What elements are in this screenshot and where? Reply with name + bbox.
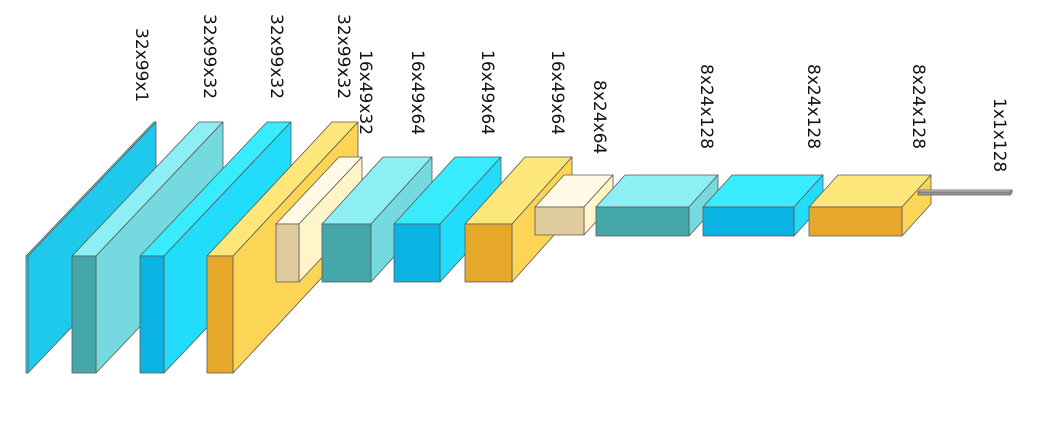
layer-block-6-front-face bbox=[321, 223, 372, 283]
layer-block-10 bbox=[595, 174, 719, 237]
layer-block-9-front-face bbox=[534, 206, 585, 236]
layer-label-13-1x1x128: 1x1x128 bbox=[989, 98, 1009, 172]
layer-block-11-front-face bbox=[702, 206, 795, 237]
layer-label-12-8x24x128: 8x24x128 bbox=[908, 64, 928, 149]
layer-block-12-front-face bbox=[808, 206, 903, 237]
layer-block-7-front-face bbox=[393, 223, 441, 283]
layer-block-1-front-face bbox=[25, 255, 29, 374]
layer-label-7-16x49x64: 16x49x64 bbox=[477, 50, 497, 135]
layer-label-1-32x99x1: 32x99x1 bbox=[131, 28, 151, 102]
layer-label-4-32x99x32: 32x99x32 bbox=[333, 14, 353, 99]
layer-block-11 bbox=[702, 174, 824, 237]
layer-block-13 bbox=[917, 189, 1013, 196]
layer-block-2-front-face bbox=[71, 255, 97, 374]
layer-label-11-8x24x128: 8x24x128 bbox=[803, 64, 823, 149]
layer-label-8-16x49x64: 16x49x64 bbox=[547, 50, 567, 135]
layer-label-2-32x99x32: 32x99x32 bbox=[199, 14, 219, 99]
layer-label-6-16x49x64: 16x49x64 bbox=[407, 50, 427, 135]
layer-label-3-32x99x32: 32x99x32 bbox=[266, 14, 286, 99]
layer-block-12 bbox=[808, 174, 932, 237]
layer-block-4-front-face bbox=[206, 255, 234, 374]
layer-block-5-front-face bbox=[275, 223, 300, 283]
layer-block-8-front-face bbox=[464, 223, 513, 283]
layer-label-10-8x24x128: 8x24x128 bbox=[696, 64, 716, 149]
layer-block-13-front-face bbox=[917, 191, 1011, 196]
layer-block-3-front-face bbox=[139, 255, 165, 374]
layer-label-9-8x24x64: 8x24x64 bbox=[589, 80, 609, 154]
layer-label-5-16x49x32: 16x49x32 bbox=[355, 50, 375, 135]
layer-block-10-front-face bbox=[595, 206, 690, 237]
